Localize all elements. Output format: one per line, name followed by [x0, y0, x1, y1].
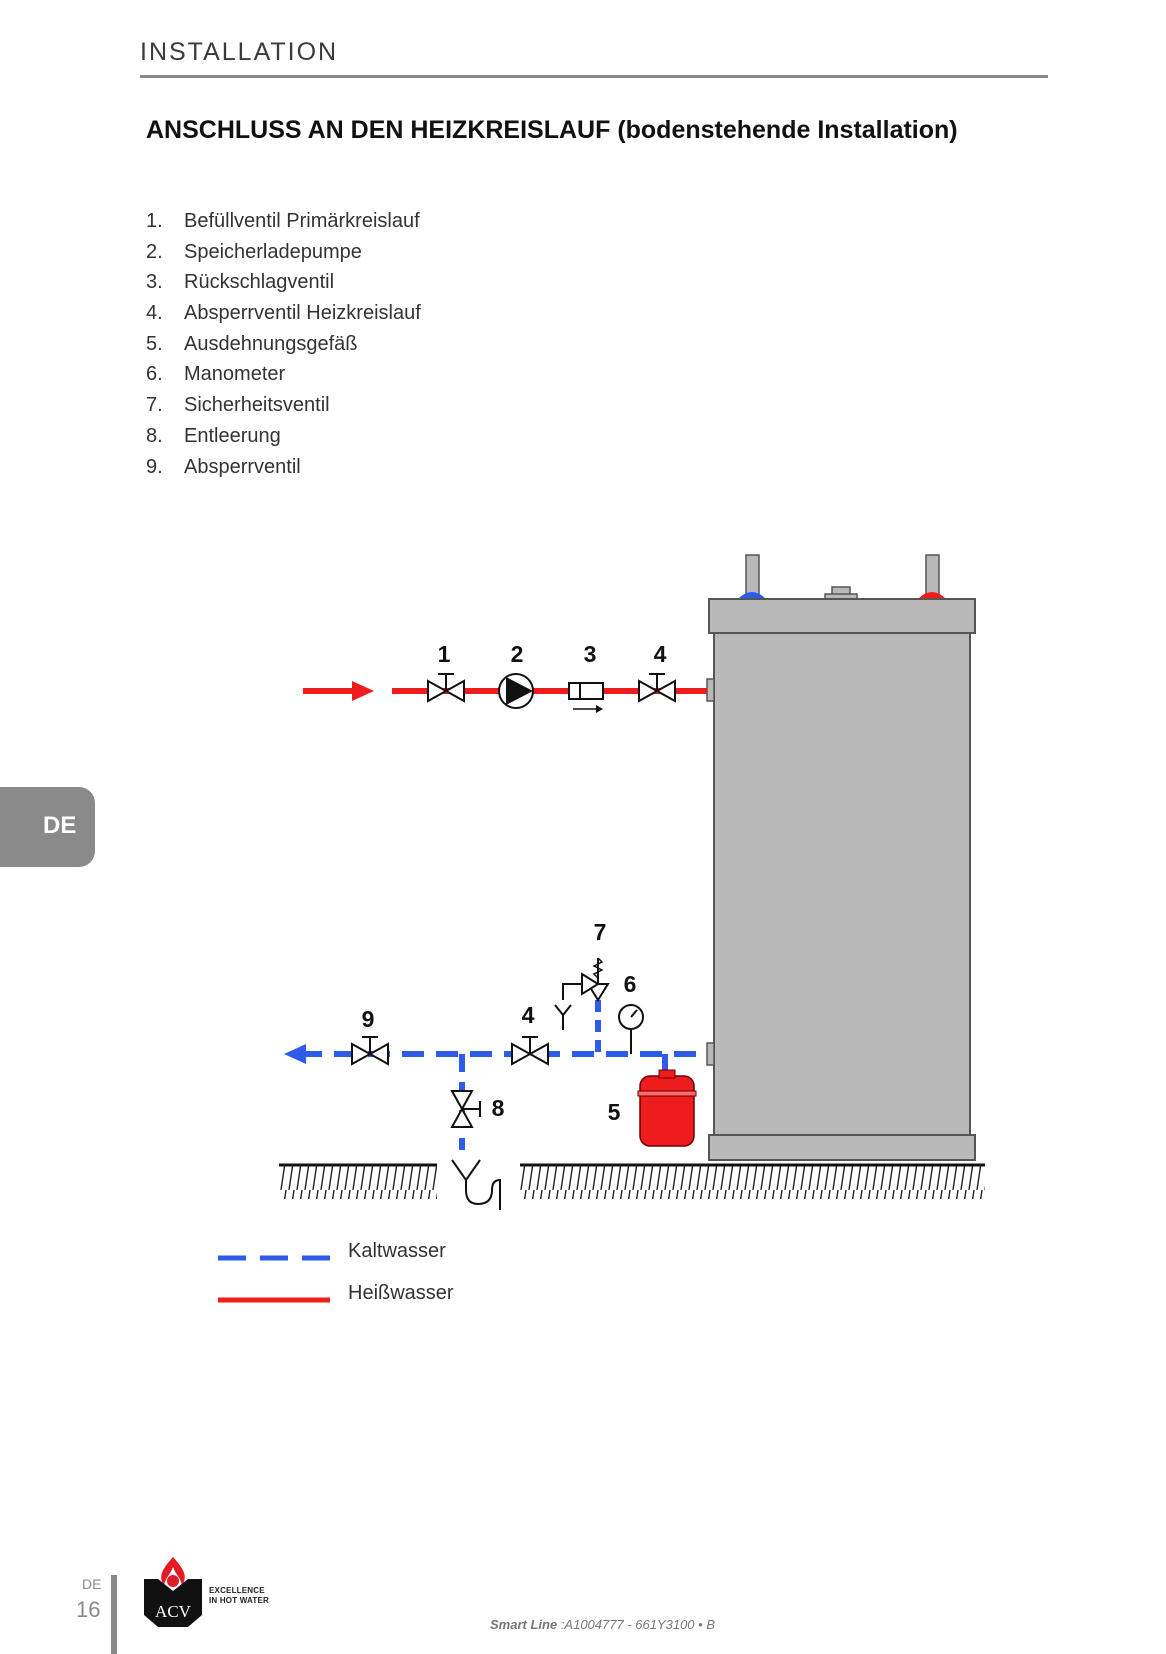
- storage-tank: [706, 554, 976, 1161]
- brand-slogan: EXCELLENCE IN HOT WATER: [209, 1586, 270, 1605]
- pump-icon: [498, 673, 534, 709]
- item-label: Speicherladepumpe: [184, 240, 362, 263]
- list-item: 3. Rückschlagventil: [146, 271, 421, 302]
- callout-4-heating: 4: [654, 641, 667, 667]
- callout-3: 3: [584, 641, 597, 667]
- item-label: Ausdehnungsgefäß: [184, 332, 358, 355]
- product-name: Smart Line: [490, 1617, 558, 1632]
- legend-hot-label: Heißwasser: [348, 1282, 454, 1304]
- shutoff-valve-heating-icon: [638, 673, 676, 703]
- item-number: 6.: [146, 363, 163, 386]
- callout-8: 8: [492, 1095, 505, 1121]
- logo-brand-text: ACV: [155, 1602, 192, 1621]
- cold-water-swatch: [218, 1255, 330, 1261]
- page-title: ANSCHLUSS AN DEN HEIZKREISLAUF (bodenste…: [146, 116, 958, 144]
- list-item: 7. Sicherheitsventil: [146, 394, 421, 425]
- callout-7: 7: [594, 919, 607, 945]
- drain-valve-icon: [450, 1090, 481, 1128]
- item-number: 9.: [146, 455, 163, 478]
- callout-9: 9: [362, 1006, 375, 1032]
- item-label: Befüllventil Primärkreislauf: [184, 210, 420, 232]
- item-number: 7.: [146, 394, 163, 417]
- item-label: Rückschlagventil: [184, 271, 335, 294]
- language-tab: DE: [0, 787, 95, 867]
- installation-diagram: 1 2 3 4 7 6 4 9 8 5: [279, 554, 985, 1210]
- callout-5: 5: [608, 1099, 621, 1125]
- callout-6: 6: [624, 971, 637, 997]
- list-item: 6. Manometer: [146, 363, 421, 394]
- item-number: 4.: [146, 302, 163, 325]
- list-item: 8. Entleerung: [146, 425, 421, 456]
- fill-valve-icon: [427, 673, 465, 703]
- footer-divider: [111, 1575, 117, 1654]
- expansion-vessel-icon: [637, 1069, 697, 1147]
- drain-funnel-icon: [451, 1159, 501, 1210]
- document-code: :A1004777 - 661Y3100 • B: [560, 1617, 715, 1632]
- legend-hot-water: Heißwasser: [218, 1282, 518, 1312]
- acv-logo: ACV: [144, 1557, 202, 1627]
- item-number: 3.: [146, 271, 163, 294]
- callout-4-return: 4: [522, 1002, 535, 1028]
- floor: [279, 1163, 985, 1199]
- item-label: Absperrventil: [184, 455, 301, 478]
- list-item: 5. Ausdehnungsgefäß: [146, 333, 421, 364]
- shutoff-valve-icon: [351, 1036, 389, 1066]
- item-label: Absperrventil Heizkreislauf: [184, 302, 421, 325]
- hot-water-swatch: [218, 1297, 330, 1303]
- callout-1: 1: [438, 641, 451, 667]
- list-item: 4. Absperrventil Heizkreislauf: [146, 302, 421, 333]
- footer-language: DE: [82, 1576, 102, 1592]
- legend-cold-label: Kaltwasser: [348, 1240, 446, 1262]
- page-number: 16: [76, 1597, 101, 1622]
- safety-valve-icon: [554, 957, 610, 1030]
- list-item: 1. Befüllventil Primärkreislauf: [146, 210, 421, 241]
- shutoff-valve-return-icon: [511, 1036, 549, 1066]
- document-reference: Smart Line :A1004777 - 661Y3100 • B: [490, 1617, 715, 1632]
- component-list: 1. Befüllventil Primärkreislauf 2. Speiche…: [146, 210, 421, 486]
- language-tab-label: DE: [43, 812, 77, 839]
- list-item: 2. Speicherladepumpe: [146, 241, 421, 272]
- item-label: Sicherheitsventil: [184, 394, 330, 417]
- item-number: 5.: [146, 332, 163, 355]
- check-valve-icon: [568, 682, 604, 713]
- pressure-gauge-icon: [618, 1004, 644, 1054]
- item-number: 8.: [146, 424, 163, 447]
- header-rule: [140, 75, 1048, 78]
- item-number: 2.: [146, 240, 163, 263]
- item-number: 1.: [146, 210, 163, 232]
- legend-cold-water: Kaltwasser: [218, 1240, 518, 1270]
- item-label: Entleerung: [184, 424, 281, 447]
- callout-2: 2: [511, 641, 524, 667]
- list-item: 9. Absperrventil: [146, 456, 421, 487]
- header-section-title: INSTALLATION: [140, 38, 339, 66]
- item-label: Manometer: [184, 363, 286, 386]
